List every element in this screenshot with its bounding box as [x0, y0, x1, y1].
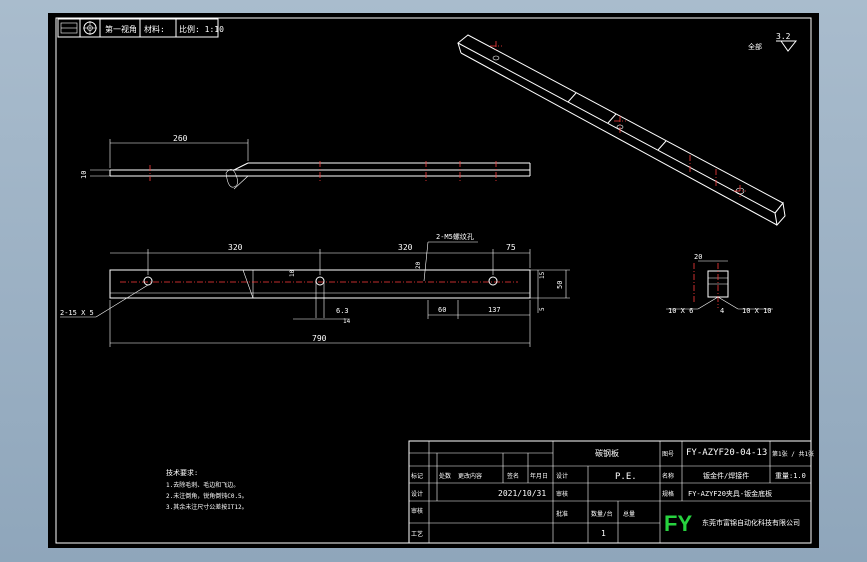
svg-text:审核: 审核: [411, 507, 423, 515]
material: 碳钢板: [595, 448, 619, 458]
front-view: 320 320 75 2-M5螺纹孔 10 20 15 50 5 6.3 14 …: [60, 232, 570, 347]
material-label: 材料:: [144, 24, 165, 34]
projection-symbol-icon: [60, 22, 78, 34]
dim-20-side: 20: [694, 253, 702, 261]
dim-6-3: 6.3: [336, 307, 349, 315]
dim-260: 260: [173, 134, 188, 143]
dim-15: 15: [539, 271, 546, 279]
cell-review: 审核: [556, 490, 568, 498]
sheet-count: 第1张 / 共1张: [772, 450, 814, 458]
cad-drawing: 第一视角 材料: 比例: 1:10 全部 3.2: [55, 17, 814, 544]
svg-text:名称: 名称: [662, 472, 674, 480]
roughness-label: 全部: [748, 42, 762, 51]
view-angle: 第一视角: [105, 24, 137, 34]
holes-callout: 2-15 X 5: [60, 309, 94, 317]
cell-change: 更改内容: [458, 472, 482, 480]
dim-50: 50: [556, 281, 564, 289]
cell-approve: 批准: [556, 510, 568, 518]
technical-notes: 技术要求: 1.去除毛刺、毛边和飞边。 2.未注倒角，锐角倒钝C0.5。 3.其…: [166, 468, 248, 511]
thread-note: 2-M5螺纹孔: [436, 232, 474, 241]
dim-4: 4: [720, 307, 724, 315]
date: 2021/10/31: [498, 489, 546, 498]
dim-5: 5: [539, 307, 546, 311]
cell-label-drawing-no: 图号: [662, 451, 674, 458]
leader-line: [423, 241, 429, 282]
drawing-no: FY-AZYF20-04-13: [686, 448, 767, 458]
scale: 比例: 1:10: [179, 24, 224, 34]
roughness-icon: [776, 40, 798, 52]
dim-320-right: 320: [398, 243, 413, 252]
dim-20-front: 20: [415, 261, 422, 269]
side-view: 20 10 X 6 4 10 X 10: [666, 253, 773, 315]
projection-circle-icon: [83, 21, 97, 35]
part-type: 钣金件/焊接件: [703, 471, 749, 480]
top-view: 260 10: [80, 134, 531, 190]
dim-790: 790: [312, 334, 327, 343]
dim-320-left: 320: [228, 243, 243, 252]
dim-75: 75: [506, 243, 516, 252]
isometric-view: [457, 34, 786, 227]
left-dim: 10 X 6: [668, 307, 693, 315]
company-logo: FY: [664, 511, 692, 536]
roughness-value: 3.2: [776, 32, 791, 41]
svg-text:设计: 设计: [411, 490, 423, 498]
break-line: [225, 169, 238, 188]
right-dim: 10 X 10: [742, 307, 772, 315]
drawing-sheet[interactable]: 第一视角 材料: 比例: 1:10 全部 3.2: [48, 13, 819, 548]
title-block: 碳钢板 图号 FY-AZYF20-04-13 第1张 / 共1张 标记 处数 更…: [408, 440, 814, 544]
notes-title: 技术要求:: [166, 468, 198, 477]
dim-10: 10: [80, 171, 88, 179]
weight: 重量:1.0: [775, 472, 806, 480]
drawing-frame: [55, 17, 812, 544]
cell-sign: 签名: [507, 472, 519, 480]
quantity: 1: [601, 529, 606, 538]
notes-line-1: 1.去除毛刺、毛边和飞边。: [166, 481, 239, 489]
cell-process: 工艺: [411, 530, 423, 538]
dim-14: 14: [343, 318, 351, 325]
notes-line-3: 3.其余未注尺寸公差按IT12。: [166, 503, 248, 511]
cell-date: 年月日: [530, 472, 548, 480]
roughness-symbol: 全部 3.2: [748, 32, 798, 52]
cell-count: 处数: [439, 472, 451, 480]
notes-line-2: 2.未注倒角，锐角倒钝C0.5。: [166, 492, 248, 500]
dim-60: 60: [438, 306, 446, 314]
dim-10-front: 10: [289, 269, 296, 277]
designer: P.E.: [615, 472, 637, 482]
cell-design: 设计: [556, 472, 568, 480]
company-name: 东莞市富锦自动化科技有限公司: [702, 518, 800, 527]
top-header: 第一视角 材料: 比例: 1:10: [57, 18, 224, 38]
svg-text:规格: 规格: [662, 490, 674, 498]
cell-mark: 标记: [411, 472, 423, 480]
cell-total: 总量: [623, 510, 635, 518]
part-name: FY-AZYF20夹具-钣金底板: [688, 489, 772, 498]
dim-137: 137: [488, 306, 501, 314]
cell-qty: 数量/台: [591, 510, 613, 518]
